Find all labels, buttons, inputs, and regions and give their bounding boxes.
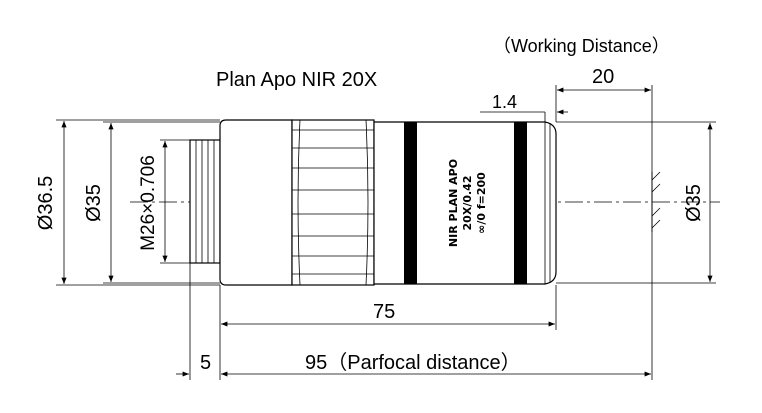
barrel-marking-line2: 20X/0.42 [461, 176, 474, 231]
diagram-title: Plan Apo NIR 20X [216, 69, 377, 91]
extension-lines [56, 85, 716, 380]
band-right [514, 122, 527, 284]
parfocal-label: 95（Parfocal distance） [305, 351, 521, 374]
outer-diameter-label: Ø36.5 [35, 176, 57, 230]
front-offset-value: 1.4 [492, 92, 517, 112]
dimension-lines [61, 87, 713, 377]
working-distance-label: （Working Distance） [493, 36, 670, 56]
flange-offset-value: 5 [200, 352, 211, 374]
barrel-marking: NIR PLAN APO 20X/0.42 ∞/0 f=200 [447, 159, 488, 247]
band-left [404, 122, 417, 284]
thread-label: M26×0.706 [138, 155, 159, 251]
body-diameter-label: Ø35 [83, 184, 105, 222]
objective-body [219, 119, 557, 286]
working-distance-value: 20 [592, 66, 614, 88]
body-length-value: 75 [373, 301, 395, 323]
barrel-marking-line3: ∞/0 f=200 [475, 172, 488, 234]
barrel-marking-line1: NIR PLAN APO [447, 159, 460, 247]
front-diameter-label: Ø35 [683, 184, 705, 222]
thread-mount [189, 139, 221, 264]
